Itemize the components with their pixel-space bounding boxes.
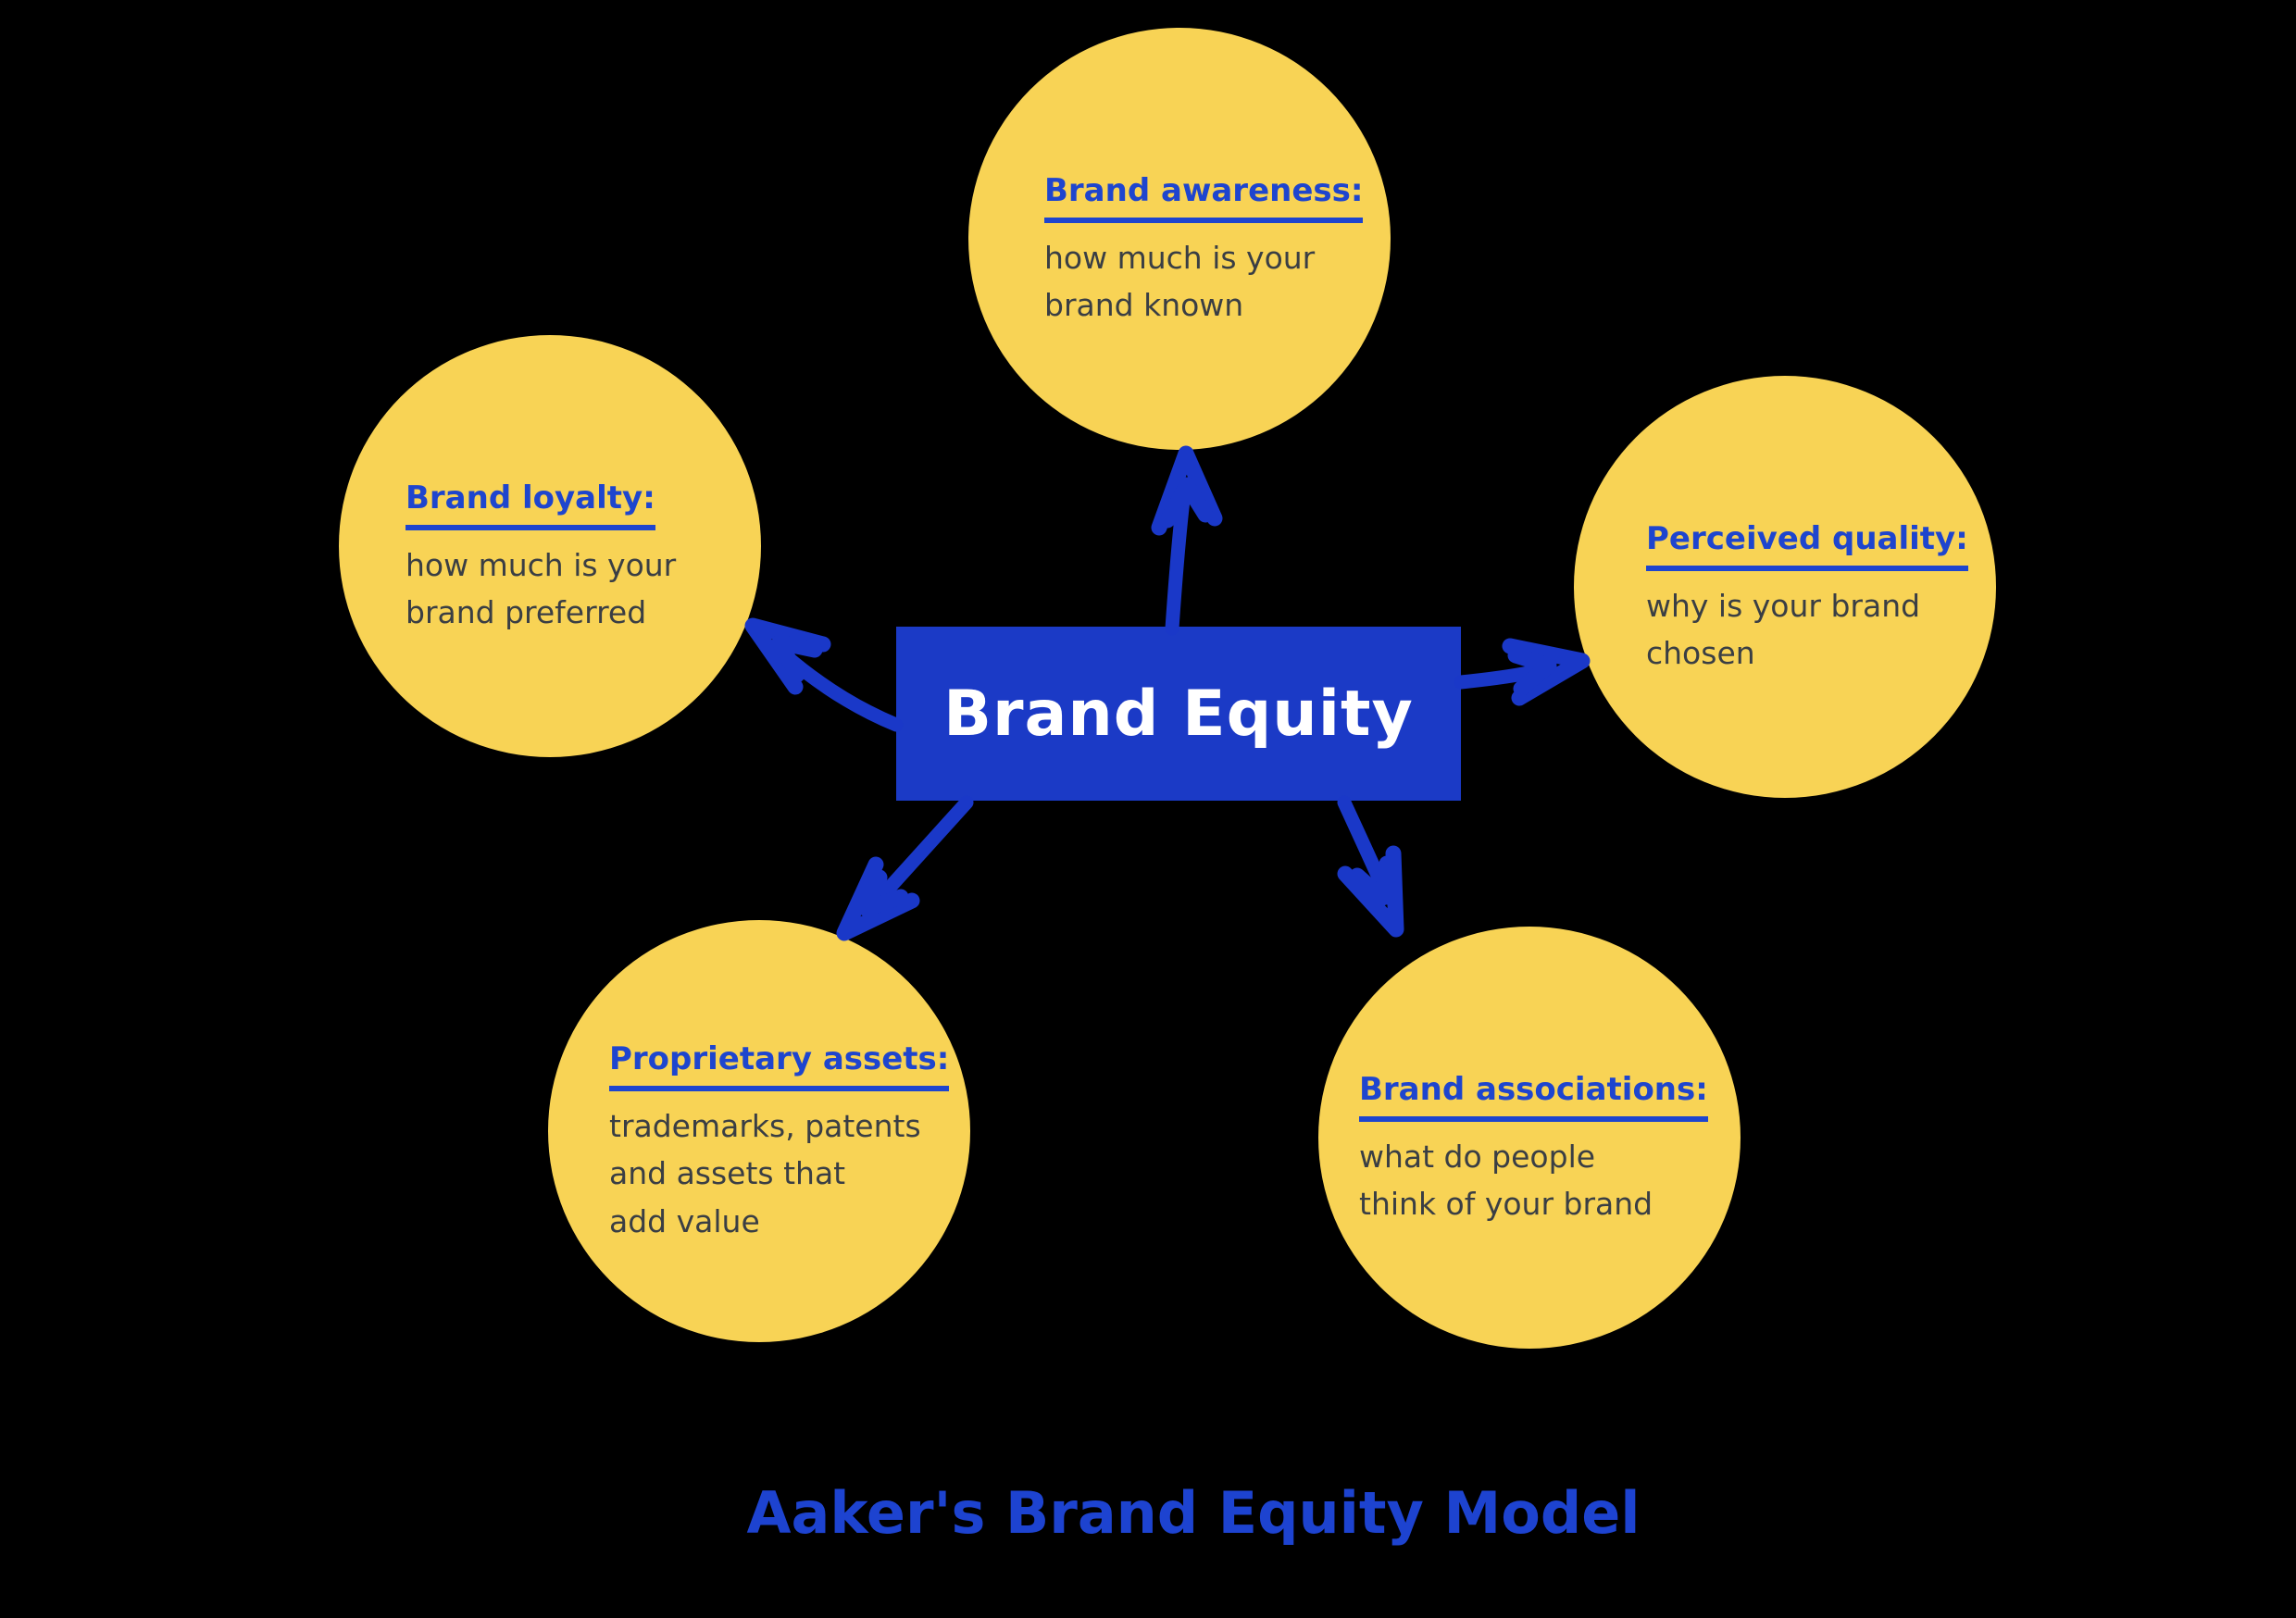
arrow-lower-left-icon	[836, 795, 974, 941]
arrow-right-icon	[1454, 638, 1591, 706]
node-heading-perceived-quality: Perceived quality:	[1646, 520, 1968, 571]
arrow-up-icon	[1151, 445, 1223, 636]
arrow-upper-left-icon	[744, 617, 904, 732]
node-heading-brand-associations: Brand associations:	[1359, 1071, 1708, 1122]
node-body-brand-associations: what do people think of your brand	[1359, 1138, 1653, 1223]
node-brand-awareness: Brand awareness: how much is your brand …	[968, 28, 1391, 450]
node-heading-brand-loyalty: Brand loyalty:	[406, 479, 655, 530]
node-heading-proprietary-assets: Proprietary assets:	[609, 1041, 950, 1092]
node-perceived-quality: Perceived quality: why is your brand cho…	[1574, 376, 1996, 798]
node-proprietary-assets: Proprietary assets: trademarks, patents …	[548, 920, 970, 1342]
center-node-brand-equity: Brand Equity	[896, 627, 1461, 801]
diagram-title: Aaker's Brand Equity Model	[746, 1479, 1641, 1547]
node-heading-brand-awareness: Brand awareness:	[1044, 172, 1364, 223]
node-body-perceived-quality: why is your brand chosen	[1646, 587, 1921, 672]
center-node-label: Brand Equity	[943, 677, 1414, 751]
arrow-lower-right-icon	[1337, 795, 1404, 938]
node-brand-associations: Brand associations: what do people think…	[1318, 927, 1741, 1349]
node-brand-loyalty: Brand loyalty: how much is your brand pr…	[339, 335, 761, 757]
node-body-brand-loyalty: how much is your brand preferred	[406, 546, 677, 631]
node-body-brand-awareness: how much is your brand known	[1044, 239, 1316, 324]
node-body-proprietary-assets: trademarks, patents and assets that add …	[609, 1108, 921, 1239]
